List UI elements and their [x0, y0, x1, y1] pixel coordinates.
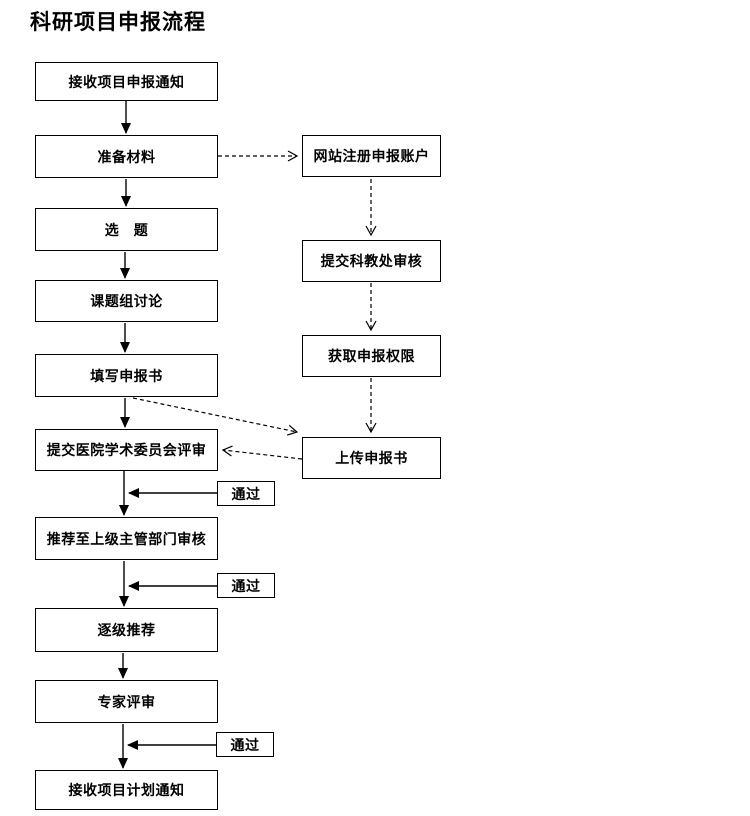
pass-badge-2: 通过: [217, 573, 275, 598]
node-prepare-materials: 准备材料: [35, 135, 218, 178]
node-expert-review: 专家评审: [35, 680, 218, 723]
node-select-topic: 选 题: [35, 208, 218, 251]
page-title: 科研项目申报流程: [30, 11, 206, 34]
node-submit-science-education-office: 提交科教处审核: [302, 240, 441, 282]
pass-badge-3: 通过: [216, 732, 274, 757]
node-fill-application-form: 填写申报书: [35, 354, 218, 397]
node-website-register-account: 网站注册申报账户: [302, 135, 441, 177]
node-receive-application-notice: 接收项目申报通知: [35, 62, 218, 101]
arrow-upload-to-committee: [221, 445, 303, 460]
node-group-discussion: 课题组讨论: [35, 280, 218, 322]
node-recommend-superior-department: 推荐至上级主管部门审核: [35, 517, 218, 560]
node-submit-hospital-academic-committee: 提交医院学术委员会评审: [35, 429, 218, 471]
pass-badge-1: 通过: [217, 481, 275, 506]
node-obtain-application-permission: 获取申报权限: [302, 335, 441, 377]
node-receive-project-plan-notice: 接收项目计划通知: [35, 770, 218, 810]
arrow-fill-to-upload: [132, 397, 299, 436]
node-upload-application-form: 上传申报书: [302, 437, 441, 479]
node-level-by-level-recommendation: 逐级推荐: [35, 608, 218, 652]
